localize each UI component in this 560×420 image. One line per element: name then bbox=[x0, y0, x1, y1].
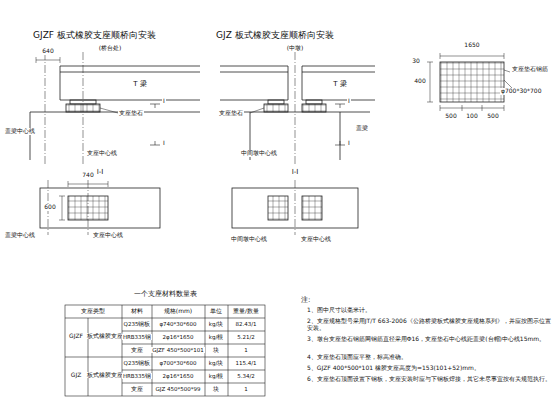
part-name: 盖梁 bbox=[355, 125, 369, 132]
table-cell: Q235钢板 bbox=[123, 360, 152, 366]
table-cell: φ700*30*600 bbox=[158, 360, 197, 366]
part-name: 支座垫石 bbox=[118, 110, 144, 117]
table-cell: 1 bbox=[243, 347, 249, 353]
leader bbox=[100, 108, 118, 113]
table-header: 规格(mm) bbox=[163, 308, 193, 315]
centerline-name: 盖梁中心线 bbox=[4, 232, 36, 239]
pier-cap bbox=[225, 112, 370, 160]
leader bbox=[250, 108, 264, 113]
pad-section bbox=[268, 196, 288, 220]
pad-stone bbox=[302, 104, 326, 112]
dim-line bbox=[36, 57, 60, 63]
centerline-name: 支座中心线 bbox=[92, 232, 124, 239]
centerline-name: 盖梁中心线 bbox=[4, 128, 36, 135]
part-name: 支座垫石 bbox=[218, 110, 244, 117]
table-cell: HRB335钢 bbox=[122, 373, 152, 379]
table-cell: GJZ bbox=[70, 372, 83, 379]
centerline-name: 支座中心线 bbox=[300, 236, 332, 243]
table-cell: HRB335钢 bbox=[122, 334, 152, 340]
dim-line bbox=[59, 196, 65, 220]
t-beam bbox=[220, 66, 375, 100]
table-header: 单位 bbox=[209, 308, 223, 315]
dimension: 1650 bbox=[463, 42, 480, 49]
pad-stone bbox=[264, 104, 288, 112]
table-cell: 块 bbox=[212, 386, 220, 392]
pad-section bbox=[302, 196, 322, 220]
part-name: T 梁 bbox=[332, 80, 348, 88]
centerline bbox=[45, 52, 83, 165]
dim-line bbox=[440, 105, 504, 111]
centerline-name: 中间墩中心线 bbox=[230, 236, 268, 243]
table-grid bbox=[65, 305, 265, 396]
note: 6、支座垫石顶面设置下钢板，支座安装时应与下钢板焊接，其它未尽事宜按有关规范执行… bbox=[306, 376, 553, 383]
t-beam bbox=[60, 66, 200, 100]
table-title: 一个支座材料数量表 bbox=[133, 290, 198, 298]
section-mark: I bbox=[162, 98, 166, 105]
part-name: 支座垫石钢筋 bbox=[511, 66, 549, 73]
table-cell: 115.4/1 bbox=[234, 360, 257, 366]
section-mark: I bbox=[347, 98, 351, 105]
table-header: 材料 bbox=[130, 308, 144, 315]
table-cell: GJZ 450*500*99 bbox=[155, 386, 202, 392]
table-cell: kg/根 bbox=[208, 334, 225, 340]
table-cell: 板式橡胶支座 bbox=[86, 333, 124, 339]
pier-cap bbox=[30, 112, 200, 160]
part-name: T 梁 bbox=[132, 80, 148, 88]
table-cell: 82.43/1 bbox=[234, 321, 257, 327]
table-cell: 板式橡胶支座 bbox=[86, 372, 124, 378]
dimension: 600 bbox=[43, 204, 56, 211]
note: 4、支座垫石顶面应平整，标高准确。 bbox=[306, 354, 553, 361]
part-name: φ700*30*700 bbox=[500, 88, 543, 95]
view-subtitle: (中墩) bbox=[286, 45, 305, 52]
rebar-mesh bbox=[440, 62, 504, 102]
table-cell: 块 bbox=[212, 347, 220, 353]
table-cell: kg/根 bbox=[208, 373, 225, 379]
centerline-name: 支座中心线 bbox=[86, 150, 118, 157]
bearing bbox=[306, 100, 322, 104]
table-cell: 5.21/2 bbox=[236, 334, 256, 340]
section-mark: I bbox=[347, 140, 351, 147]
table-cell: 2φ16*1650 bbox=[162, 373, 195, 379]
bearing bbox=[268, 100, 284, 104]
section-mark bbox=[150, 104, 160, 145]
centerline-name: 中间墩中心线 bbox=[240, 150, 278, 157]
table-cell: 支座 bbox=[130, 347, 144, 353]
note: 2、支座规格型号采用JT/T 663-2006《公路桥梁板式橡胶支座规格系列》，… bbox=[306, 318, 553, 332]
table-cell: 1 bbox=[243, 386, 249, 392]
table-cell: kg/块 bbox=[208, 360, 225, 366]
table-cell: 5.34/2 bbox=[236, 373, 256, 379]
table-cell: Q235钢板 bbox=[123, 321, 152, 327]
table-cell: kg/块 bbox=[208, 321, 225, 327]
section-mark: I bbox=[162, 140, 166, 147]
view-subtitle: (桥台处) bbox=[98, 45, 123, 52]
cap-section bbox=[40, 188, 160, 228]
section-title: I-I bbox=[96, 168, 105, 176]
table-cell: 支座 bbox=[130, 386, 144, 392]
view-title: GJZ 板式橡胶支座顺桥向安装 bbox=[215, 30, 335, 40]
dimension: 500 bbox=[444, 113, 457, 120]
table-cell: φ740*30*600 bbox=[158, 321, 197, 327]
dimension: 30 bbox=[411, 58, 421, 65]
centerline bbox=[295, 180, 296, 235]
table-cell: GJZF bbox=[68, 333, 84, 340]
table-cell: 2φ16*1650 bbox=[162, 334, 195, 340]
table-header: 支座类型 bbox=[80, 308, 106, 315]
dim-line bbox=[427, 53, 504, 102]
section-mark bbox=[335, 104, 345, 145]
note: 1、图中尺寸以毫米计。 bbox=[306, 307, 553, 314]
note: 5、GJZF 400*500*101 橡胶支座高度为=153(101+52)mm… bbox=[306, 365, 553, 372]
table-header: 重量/数量 bbox=[232, 308, 260, 315]
dimension: 640 bbox=[41, 48, 54, 55]
section-title: I-I bbox=[291, 168, 300, 176]
note: 3、墩台支座垫石钢筋网钢筋直径采用Φ16，支座垫石中心线距盖梁(台帽)中心线15… bbox=[306, 336, 553, 343]
view-title: GJZF 板式橡胶支座顺桥向安装 bbox=[32, 30, 157, 40]
dimension: 500 bbox=[486, 113, 499, 120]
centerline bbox=[295, 52, 296, 165]
table-cell: GJZF 450*500*101 bbox=[151, 347, 205, 353]
dimension: 100 bbox=[465, 113, 478, 120]
note-heading: 注: bbox=[300, 296, 311, 304]
dimension: 400 bbox=[413, 78, 426, 85]
dimension: 740 bbox=[81, 172, 94, 179]
